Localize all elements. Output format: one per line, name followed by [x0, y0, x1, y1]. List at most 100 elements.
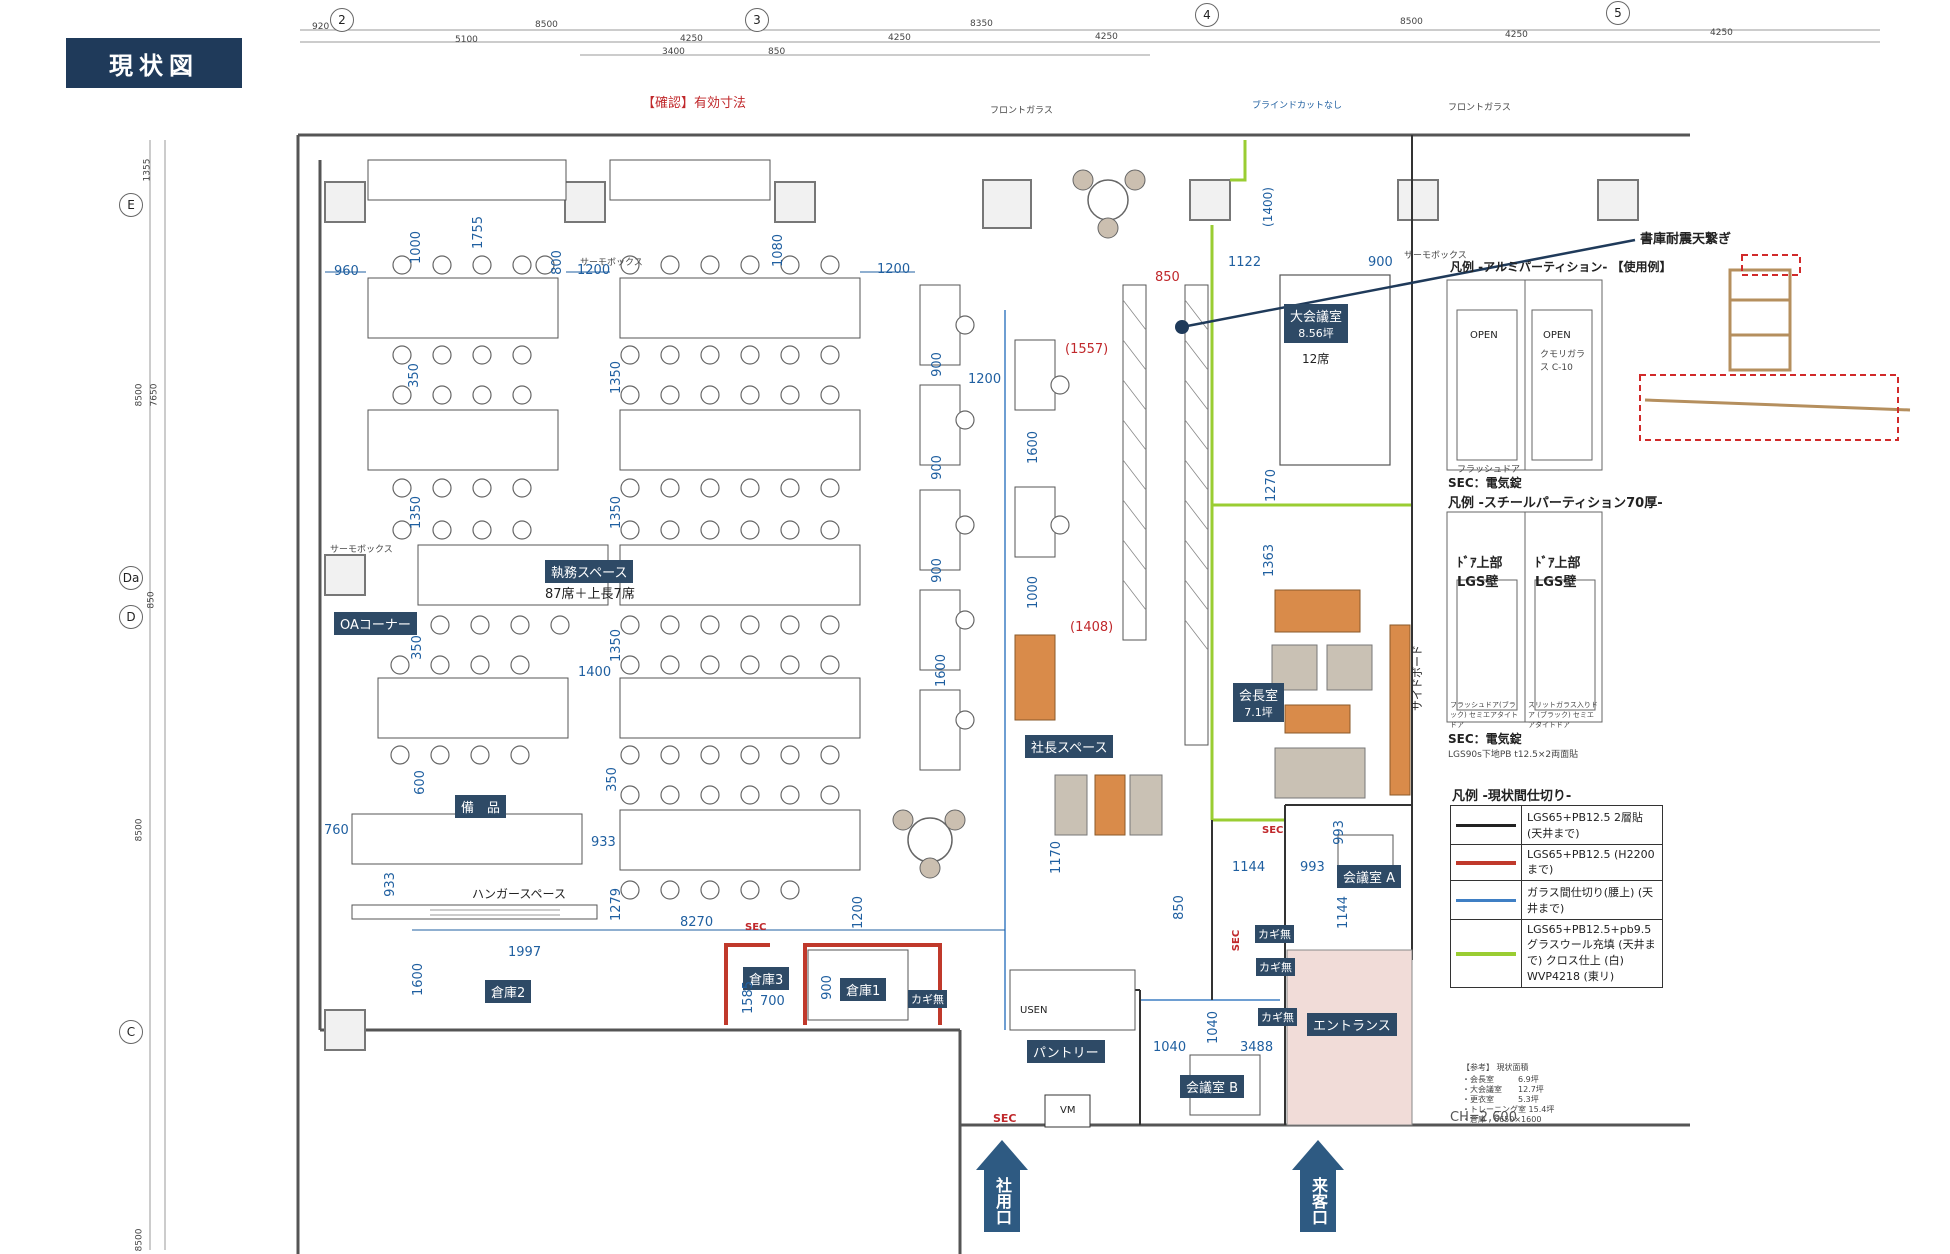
dim-label: 1400	[578, 665, 612, 680]
top-dim: 4250	[1095, 32, 1118, 42]
legend-walls-table: LGS65+PB12.5 2層貼 (天井まで) LGS65+PB12.5 (H2…	[1450, 805, 1663, 988]
dim-label: 1350	[409, 495, 425, 530]
grid-marker-row-da: Da	[119, 566, 143, 590]
dim-label: 350	[406, 363, 422, 388]
legend-alu-a-open: OPEN	[1470, 330, 1498, 341]
work-space-label: 執務スペース	[545, 560, 634, 583]
area-note-line: ・会長室 6.9坪	[1462, 1075, 1539, 1084]
work-seats-label: 87席＋上長7席	[545, 587, 635, 602]
entrance-label: エントランス	[1307, 1013, 1397, 1036]
legend-walls-row: LGS65+PB12.5+pb9.5 グラスウール充填 (天井まで) クロス仕上…	[1450, 919, 1663, 988]
key-none-label: カギ無	[1258, 1008, 1297, 1026]
red-dim-label: (1408)	[1070, 620, 1114, 635]
chairman-room-label: 会長室 7.1坪	[1233, 683, 1285, 722]
dim-label: 1122	[1228, 255, 1262, 270]
large-meeting-name: 大会議室	[1290, 310, 1343, 325]
legend-steel-b-label: ﾄﾞｱ上部 LGS壁	[1457, 556, 1503, 590]
dim-label: 600	[412, 770, 428, 795]
staff-entrance-label: 社用口	[984, 1170, 1020, 1232]
dim-label: 1363	[1262, 543, 1278, 578]
top-dim: 4250	[1710, 28, 1733, 38]
key-none-label: カギ無	[908, 990, 947, 1008]
meeting-b-label: 会議室 B	[1180, 1075, 1245, 1098]
top-dim: 3400	[662, 47, 685, 57]
legend-steel-b-sub: フラッシュドア(ブラック) セミエアタイトドア	[1450, 701, 1518, 729]
top-dim: 4250	[1505, 30, 1528, 40]
dim-label: 1600	[934, 653, 950, 688]
dim-label: 900	[929, 352, 945, 377]
legend-walls-text: LGS65+PB12.5 2層貼 (天井まで)	[1521, 805, 1663, 845]
dim-label: 1350	[609, 360, 625, 395]
sec-label: SEC	[1262, 825, 1284, 836]
hanger-space-label: ハンガースペース	[472, 887, 566, 901]
legend-alu-sec: SEC：電気錠	[1448, 476, 1522, 490]
dim-label: 1200	[851, 895, 867, 930]
supplies-label: 備 品	[455, 795, 507, 818]
sec-label: SEC	[745, 922, 767, 933]
dim-label: 1600	[1026, 430, 1042, 465]
left-dim: 8500	[134, 1228, 145, 1252]
dim-label: 1585	[741, 980, 757, 1015]
legend-walls-row: ガラス間仕切り(腰上) (天井まで)	[1450, 880, 1663, 920]
legend-alu-title: 凡例 -アルミパーティション- 【使用例】	[1450, 260, 1672, 274]
large-meeting-label: 大会議室 8.56坪	[1284, 304, 1349, 343]
top-dim: 4250	[888, 33, 911, 43]
dim-label: 933	[382, 872, 398, 897]
ch-note: CH=2,600	[1450, 1110, 1517, 1125]
pantry-label: パントリー	[1027, 1040, 1105, 1063]
top-dim: 5100	[455, 35, 478, 45]
president-space-label: 社長スペース	[1025, 735, 1114, 758]
oa-corner-label: OAコーナー	[334, 612, 417, 635]
dim-label: 1350	[609, 628, 625, 663]
key-none-label: カギ無	[1255, 925, 1294, 943]
left-dim: 8500	[134, 383, 145, 407]
sec-label: SEC	[993, 1112, 1017, 1125]
legend-steel-sec: SEC：電気錠	[1448, 732, 1522, 746]
legend-line-blue	[1456, 898, 1516, 902]
top-dim: 8500	[1400, 17, 1423, 27]
dim-label: 1279	[609, 887, 625, 922]
grid-marker-row-c: C	[119, 1020, 143, 1044]
red-dim-label: (1400)	[1260, 187, 1275, 227]
grid-marker-row-d: D	[119, 605, 143, 629]
area-note-line: ・トレーニング室 15.4坪	[1462, 1105, 1555, 1114]
blind-cut-label: ブラインドカットなし	[1252, 101, 1343, 111]
dim-label: 1270	[1264, 468, 1280, 503]
dim-label: 900	[1368, 255, 1393, 270]
storage2-label: 倉庫2	[485, 980, 532, 1003]
grid-marker-col-2: 2	[330, 8, 354, 32]
legend-steel-title: 凡例 -スチールパーティション70厚-	[1448, 496, 1663, 511]
thermo-box-label: サーモボックス	[1404, 251, 1467, 261]
front-glass-right-label: フロントガラス	[1448, 103, 1511, 113]
front-glass-left-label: フロントガラス	[990, 106, 1053, 116]
dim-label: 1080	[771, 233, 787, 268]
dim-label: 1000	[409, 230, 425, 265]
dim-label: 1170	[1049, 840, 1065, 875]
thermo-box-label: サーモボックス	[330, 545, 393, 555]
legend-line-red	[1456, 860, 1516, 865]
area-note-line: ・大会議室 12.7坪	[1462, 1085, 1544, 1094]
legend-alu-flush: フラッシュドア	[1457, 465, 1521, 475]
guest-entrance-label: 来客口	[1300, 1170, 1336, 1232]
dim-label: 1200	[577, 263, 611, 278]
meeting-a-label: 会議室 A	[1337, 865, 1402, 888]
red-dim-label: (1557)	[1065, 342, 1109, 357]
sideboard-label: サイドボード	[1411, 645, 1424, 711]
legend-walls-row: LGS65+PB12.5 2層貼 (天井まで)	[1450, 805, 1663, 845]
dim-label: 1040	[1206, 1010, 1222, 1045]
storage3-label: 倉庫3	[743, 967, 790, 990]
left-dim: 1355	[142, 158, 153, 182]
dim-label: 900	[819, 975, 835, 1000]
left-dim: 8500	[134, 818, 145, 842]
storage1-label: 倉庫1	[840, 978, 887, 1001]
dim-label: 350	[604, 767, 620, 792]
dim-label: 1200	[877, 262, 911, 277]
dim-label: 700	[760, 994, 785, 1009]
top-dim: 920	[312, 22, 330, 32]
top-dim: 4250	[680, 34, 703, 44]
thermo-box-label: サーモボックス	[580, 258, 643, 268]
grid-marker-col-4: 4	[1195, 3, 1219, 27]
bookshelf-callout: 書庫耐震天繋ぎ	[1640, 232, 1732, 247]
dim-label: 933	[591, 835, 616, 850]
red-dim-label: 850	[1155, 270, 1180, 285]
